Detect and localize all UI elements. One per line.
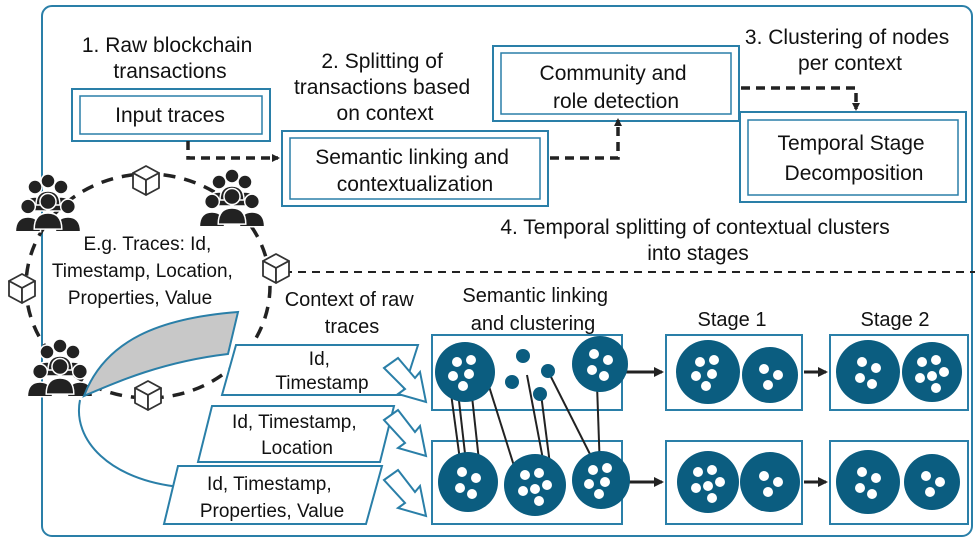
semantic-linking-box: Semantic linking and contextualization [281,130,549,207]
semantic-clustering-title: Semantic linking and clustering [462,285,613,335]
context-title: Context of raw traces [285,289,420,338]
single-node [505,375,519,389]
cluster-node [902,342,962,402]
temporal-stage-label: Temporal Stage Decomposition [778,132,931,185]
single-node [541,364,555,378]
users-group-icon [14,173,82,233]
example-traces-label: E.g. Traces: Id, Timestamp, Location, Pr… [52,234,238,309]
curved-gray-arrow [82,310,240,398]
cluster-node [676,340,740,404]
clusters [435,336,962,516]
input-traces-box: Input traces [71,88,271,142]
stage2-title: Stage 2 [861,309,930,331]
users-group-icon [198,168,266,228]
cluster-node [435,342,495,402]
cluster-node [572,451,630,509]
arrow-input-to-semantic [186,141,280,162]
cluster-node [836,340,900,404]
svg-text:Id, Timestamp: Id, Timestamp [275,349,368,394]
trace-arrow-1 [382,356,428,404]
cluster-node [742,347,798,403]
arrow-semantic-to-community [550,118,622,160]
stage1-title: Stage 1 [698,309,767,331]
users-group-icon [26,338,94,398]
cluster-node [740,452,800,512]
cube-icon [134,380,162,411]
semantic-linking-label: Semantic linking and contextualization [315,146,515,196]
step2-label: 2. Splitting of transactions based on co… [294,50,476,125]
cube-icon [262,253,290,284]
cluster-node [836,450,900,514]
cluster-node [572,336,628,392]
community-detection-box: Community and role detection [492,45,740,122]
cluster-node [904,454,960,510]
temporal-stage-box: Temporal Stage Decomposition [739,111,967,203]
input-traces-label: Input traces [115,104,225,127]
trace-card-2: Id, Timestamp, Location [196,405,396,463]
network-icons [8,165,290,411]
single-node [516,349,530,363]
trace-arrow-3 [382,468,428,518]
trace-arrow-2 [382,408,428,458]
cube-icon [8,273,36,304]
flow-arrows [186,86,860,162]
svg-text:Id, Timestamp, Location: Id, Timestamp, Location [232,412,362,459]
trace-card-3: Id, Timestamp, Properties, Value [162,465,384,525]
single-node [533,387,547,401]
cluster-node [677,451,739,513]
stage-arrows [624,367,828,487]
trace-arrows [382,356,428,518]
step3-label: 3. Clustering of nodes per context [745,26,955,75]
curved-arrow-tail [77,399,181,488]
step4-label: 4. Temporal splitting of contextual clus… [500,216,895,265]
arrow-community-to-temporal [741,86,860,111]
cube-icon [132,165,160,196]
svg-text:Id, Timestamp, Propertie: Id, Timestamp, Properties, Value [200,474,344,522]
community-detection-label: Community and role detection [540,62,693,113]
cluster-node [504,454,566,516]
step1-label: 1. Raw blockchain transactions [82,34,258,83]
cluster-node [438,452,498,512]
